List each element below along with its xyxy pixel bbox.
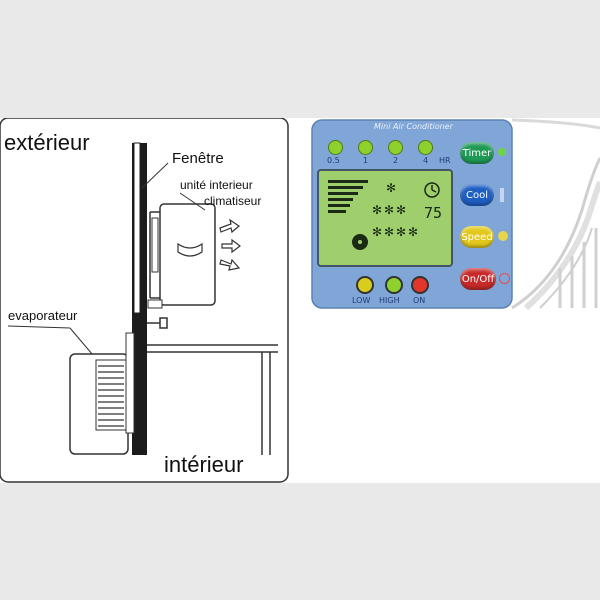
svg-text:✻: ✻ bbox=[384, 225, 394, 239]
timer-led-2[interactable] bbox=[388, 140, 403, 155]
lcd-fan-bars bbox=[328, 180, 368, 213]
low-label: LOW bbox=[352, 296, 371, 305]
high-label: HIGH bbox=[379, 296, 400, 305]
leader-lines bbox=[7, 162, 206, 355]
timer-label-4: 4 bbox=[423, 156, 429, 165]
airflow-arrows bbox=[219, 218, 241, 271]
grille bbox=[558, 228, 598, 308]
on-label: ON bbox=[413, 296, 426, 305]
panel-title: Mini Air Conditioner bbox=[374, 122, 453, 131]
window-frame bbox=[133, 142, 141, 314]
timer-label-2: 2 bbox=[393, 156, 399, 165]
high-led bbox=[385, 276, 403, 294]
timer-label-0-5: 0.5 bbox=[327, 156, 340, 165]
power-icon bbox=[499, 273, 510, 284]
indoor-unit bbox=[147, 203, 216, 309]
label-climatiseur: climatiseur bbox=[204, 194, 262, 208]
onoff-button[interactable]: On/Off bbox=[460, 268, 496, 290]
svg-text:✻: ✻ bbox=[384, 203, 394, 217]
clock-icon bbox=[424, 182, 440, 198]
bracket bbox=[147, 317, 168, 329]
timer-led-0-5[interactable] bbox=[328, 140, 343, 155]
label-evaporateur: evaporateur bbox=[8, 308, 78, 323]
timer-indicator-icon bbox=[498, 148, 506, 156]
timer-button[interactable]: Timer bbox=[460, 142, 494, 164]
table bbox=[147, 344, 278, 455]
image-frame: extérieur Fenêtre unité interieur climat… bbox=[0, 118, 600, 483]
lcd-temperature: 75 bbox=[424, 204, 443, 222]
svg-text:✻: ✻ bbox=[396, 225, 406, 239]
evaporator-unit bbox=[69, 332, 135, 455]
cool-button[interactable]: Cool bbox=[460, 184, 494, 206]
timer-led-4[interactable] bbox=[418, 140, 433, 155]
installation-diagram bbox=[0, 118, 289, 483]
cool-indicator-icon bbox=[500, 188, 504, 202]
label-fenetre: Fenêtre bbox=[172, 150, 224, 167]
svg-text:✻: ✻ bbox=[396, 203, 406, 217]
label-interieur: intérieur bbox=[164, 452, 244, 477]
svg-text:✻: ✻ bbox=[372, 203, 382, 217]
svg-text:✻: ✻ bbox=[408, 225, 418, 239]
snowflake-icon: ✻ ✻✻✻ ✻✻✻✻ bbox=[372, 181, 418, 239]
label-unite-interieur: unité interieur bbox=[180, 178, 253, 192]
svg-text:✻: ✻ bbox=[372, 225, 382, 239]
speed-button[interactable]: Speed bbox=[460, 226, 494, 248]
low-led bbox=[356, 276, 374, 294]
label-exterieur: extérieur bbox=[4, 130, 90, 155]
timer-label-hr: HR bbox=[439, 156, 451, 165]
timer-led-1[interactable] bbox=[358, 140, 373, 155]
control-panel-photo: ✻ ✻✻✻ ✻✻✻✻ bbox=[296, 118, 600, 483]
svg-text:✻: ✻ bbox=[386, 181, 396, 195]
on-led bbox=[411, 276, 429, 294]
speed-indicator-icon bbox=[498, 231, 508, 241]
timer-label-1: 1 bbox=[363, 156, 369, 165]
